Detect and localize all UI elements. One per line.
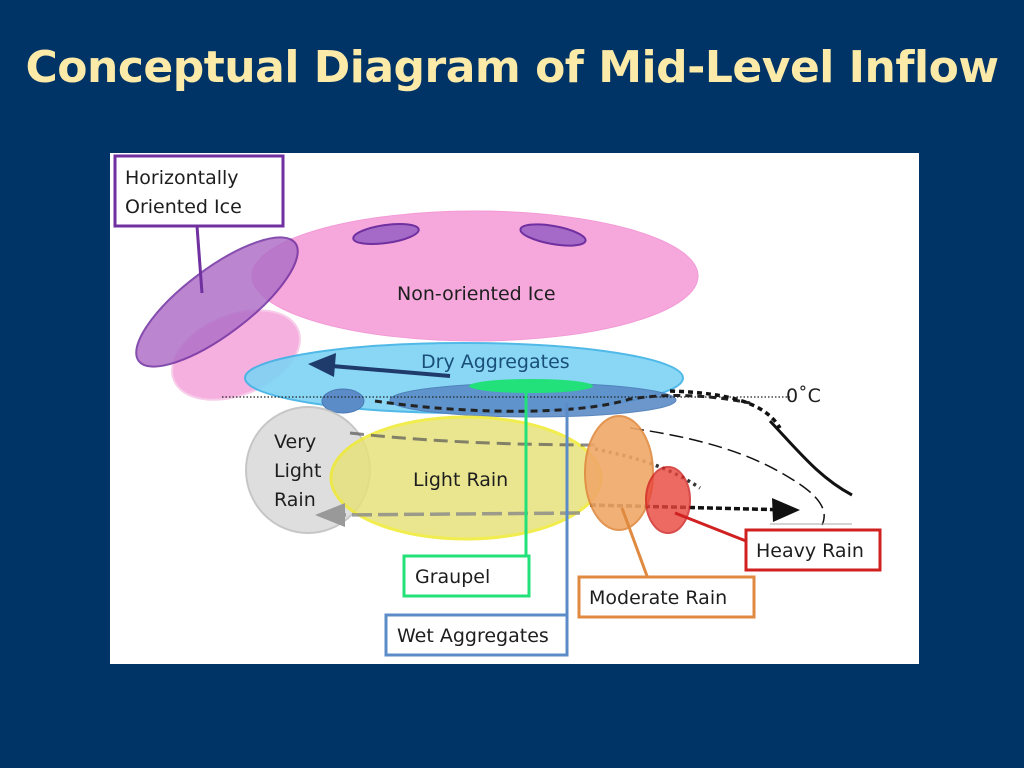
non-oriented-ice-region — [251, 210, 699, 342]
upper-trajectory-dashed — [374, 394, 751, 413]
wet-aggregates-label: Wet Aggregates — [397, 625, 549, 647]
graupel-region — [469, 379, 593, 393]
horizontally-oriented-ice-box — [113, 154, 285, 228]
wet-aggregates-small-region — [321, 388, 365, 414]
low-level-arrow-head — [772, 498, 800, 522]
heavy-rain-region — [645, 466, 691, 534]
horizontally-oriented-ice-label-line2: Oriented Ice — [125, 196, 242, 218]
surface-trajectory-gray — [334, 511, 581, 517]
oriented-ice-small-1 — [352, 222, 420, 246]
moderate-rain-label: Moderate Rain — [589, 587, 727, 609]
diagram-svg: Horizontally Oriented Ice Non-oriented I… — [113, 154, 882, 657]
mid-trajectory-dashed — [349, 431, 601, 447]
graupel-label: Graupel — [415, 566, 490, 588]
horizontally-oriented-ice-region — [135, 236, 299, 368]
heavy-rain-box — [744, 528, 882, 572]
non-oriented-ice-label: Non-oriented Ice — [397, 283, 556, 305]
outer-trajectory-curve — [768, 419, 853, 497]
inflow-arrow-head — [308, 353, 336, 377]
graupel-box — [402, 554, 531, 598]
surface-arrow-head — [315, 503, 345, 527]
very-light-rain-label-line2: Light — [274, 460, 321, 482]
very-light-rain-label-line1: Very — [274, 431, 316, 453]
dry-aggregates-label: Dry Aggregates — [421, 351, 570, 373]
freezing-level-label: 0˚C — [786, 385, 821, 407]
diagram-panel: Horizontally Oriented Ice Non-oriented I… — [110, 153, 919, 664]
inflow-trajectory-arrow — [319, 363, 451, 378]
oriented-ice-leader — [195, 225, 204, 294]
moderate-rain-region — [584, 415, 654, 531]
trajectory-curve-dashed — [669, 389, 782, 429]
moderate-rain-box — [577, 575, 756, 619]
heavy-rain-label: Heavy Rain — [756, 540, 864, 562]
slide-title: Conceptual Diagram of Mid-Level Inflow — [25, 42, 999, 93]
moderate-rain-leader — [620, 507, 649, 577]
wet-aggregates-box — [384, 613, 569, 657]
heavy-rain-leader — [674, 511, 747, 543]
inner-trajectory-dashed — [629, 427, 825, 526]
very-light-rain-label-line3: Rain — [274, 489, 316, 511]
oriented-ice-small-2 — [519, 223, 587, 247]
horizontally-oriented-ice-label-line1: Horizontally — [125, 167, 239, 189]
light-rain-label: Light Rain — [413, 469, 508, 491]
